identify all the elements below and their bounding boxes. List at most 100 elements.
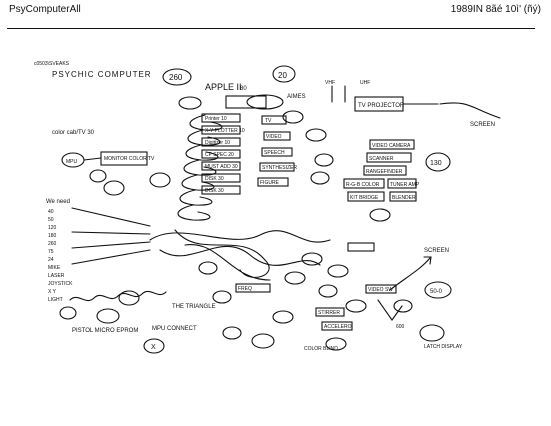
mid-box	[259, 162, 295, 172]
mid-box	[261, 115, 287, 125]
aux-ellipse	[246, 94, 284, 110]
tv-projector-label: TV PROJECTOR	[358, 103, 405, 109]
rack-box	[201, 125, 241, 135]
right-box	[369, 139, 415, 150]
node	[251, 333, 275, 349]
bottom-label: MPU CONNECT	[152, 326, 197, 332]
node	[325, 337, 347, 351]
heading-small: c0503\SVEAKS	[34, 61, 70, 67]
link	[83, 157, 102, 161]
bottom-label: STIRRER	[318, 310, 340, 316]
right-label: TUNER AMP	[390, 182, 420, 188]
right-label: R-G-B COLOR	[346, 182, 380, 188]
aux-box	[225, 95, 267, 109]
right-small-label: LATCH DISPLAY	[424, 344, 463, 350]
rack-label: X-Y PLOTTER 10	[205, 128, 245, 134]
mpu-node	[369, 208, 391, 222]
ellipse-260	[162, 68, 192, 86]
bottom-label: THE TRIANGLE	[172, 304, 216, 310]
node	[198, 261, 218, 275]
left-label: color cab/TV 30	[52, 130, 95, 136]
arrow-head	[423, 256, 432, 265]
rack-box	[201, 137, 241, 147]
box	[347, 242, 375, 252]
bottom-label: VIDEO SW	[368, 287, 393, 293]
uhf-label: UHF	[360, 80, 370, 86]
list-item: 260	[48, 241, 57, 247]
mpu-node	[272, 310, 294, 324]
label-260: 260	[169, 73, 183, 82]
monitor-label: MONITOR COLOR TV	[104, 156, 155, 162]
node	[96, 308, 120, 324]
list-item: X Y	[48, 289, 57, 295]
node	[284, 271, 306, 285]
rack-label: CP SPEC 20	[205, 152, 234, 158]
aux-label: AIMES	[287, 94, 306, 100]
right-small-label: 600	[396, 324, 405, 330]
list-item: 75	[48, 249, 54, 255]
mid-label: VIDEO	[266, 134, 282, 140]
apple-sub: 80	[240, 86, 247, 92]
box	[315, 307, 345, 317]
mpu-node	[310, 171, 330, 185]
list-item: LASER	[48, 273, 65, 279]
screen-curve	[439, 102, 501, 119]
list-link	[71, 231, 151, 235]
list-item: JOYSTICK	[48, 281, 73, 287]
rack-box	[201, 173, 241, 183]
bottom-label: COLOR BLIND	[304, 346, 338, 352]
box	[365, 284, 397, 294]
ellipse-20	[272, 65, 296, 83]
rack-box	[201, 185, 241, 195]
node	[118, 290, 140, 306]
right-box	[363, 165, 407, 176]
box	[235, 283, 271, 293]
mid-box	[257, 177, 289, 187]
rack-box	[201, 161, 241, 171]
vhf-label: VHF	[325, 80, 335, 86]
node	[424, 281, 452, 299]
rack-box	[201, 149, 241, 159]
heading-title: PSYCHIC COMPUTER	[52, 70, 152, 79]
tv-node	[149, 172, 171, 188]
right-small-label: 50-0	[430, 289, 443, 295]
node	[301, 252, 323, 266]
page-border	[7, 28, 535, 421]
right-box	[347, 191, 385, 202]
bottom-label: FREQ	[238, 286, 252, 292]
mid-label: SYNTHESIZER	[262, 165, 297, 171]
tv-node	[103, 180, 125, 196]
list-title: We need	[46, 199, 70, 205]
list-item: 180	[48, 233, 57, 239]
node	[327, 264, 349, 278]
apple-label: APPLE II	[205, 82, 242, 92]
node	[318, 284, 338, 298]
node	[393, 299, 413, 313]
link	[377, 299, 403, 321]
list-item: 40	[48, 209, 54, 215]
list-link	[71, 207, 151, 227]
tangle-wires	[149, 229, 331, 281]
box	[321, 321, 353, 331]
right-box	[366, 152, 412, 163]
bottom-label: PISTOL MICRO EPROM	[72, 328, 138, 334]
mpu-node	[314, 153, 334, 167]
rack-label: Printer 10	[205, 116, 227, 122]
right-label: KIT BRIDGE	[350, 195, 379, 201]
node	[59, 306, 77, 320]
rack-box	[201, 113, 241, 123]
mpu-node	[305, 128, 327, 142]
arrow-line	[389, 257, 431, 291]
list-item: LIGHT	[48, 297, 63, 303]
tv-node	[89, 169, 107, 183]
ellipse-130	[425, 152, 451, 172]
x-label: X	[151, 344, 156, 351]
right-small-label: SCREEN	[424, 248, 449, 254]
list-link	[71, 241, 151, 249]
list-item: MIKE	[48, 265, 61, 271]
mid-label: SPEECH	[264, 150, 285, 156]
list-item: 24	[48, 257, 54, 263]
right-box	[343, 178, 385, 189]
mid-box	[263, 131, 291, 141]
mpu-node	[178, 96, 202, 110]
